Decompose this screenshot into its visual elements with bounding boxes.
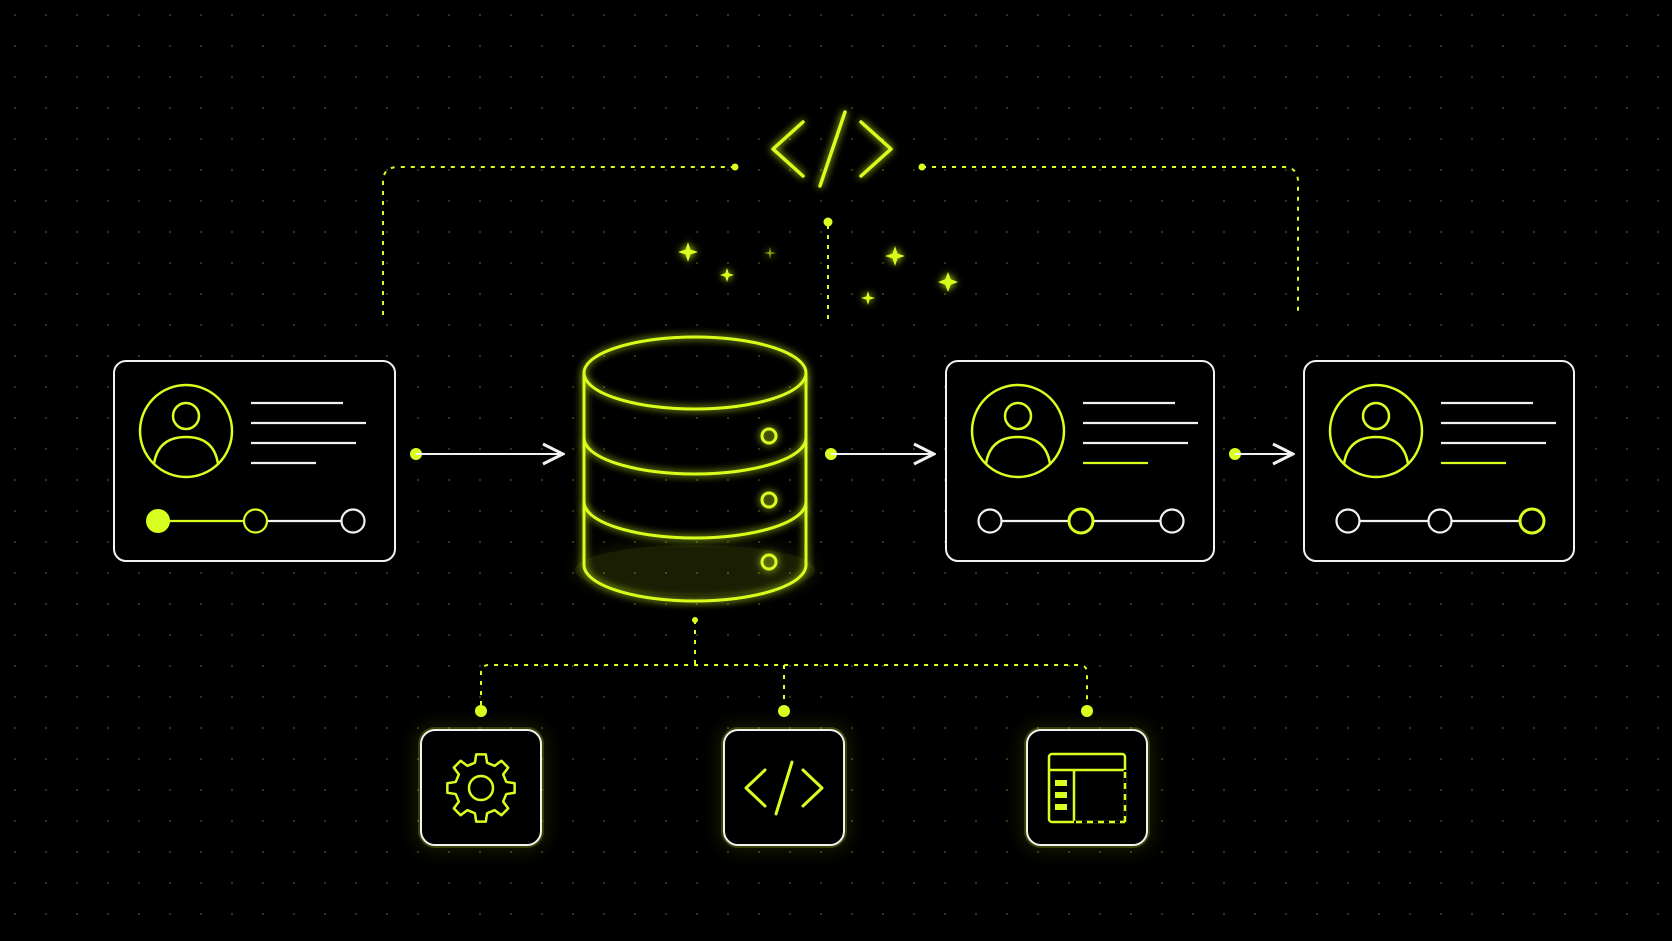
code-brackets-icon xyxy=(771,110,893,188)
connector-node xyxy=(918,163,926,171)
connector-node xyxy=(1081,705,1093,717)
progress-step xyxy=(242,508,269,534)
progress-step-active xyxy=(146,509,170,533)
connector-node xyxy=(692,617,698,623)
database-layer-divider xyxy=(582,437,808,476)
card-frame xyxy=(113,360,396,562)
card-text-lines xyxy=(251,401,366,465)
sparkles-icon xyxy=(678,242,958,305)
progress-step-active xyxy=(1518,507,1546,535)
gear-icon xyxy=(446,753,516,823)
layout-box xyxy=(1024,727,1150,848)
database-indicator-light xyxy=(760,491,778,509)
progress-step xyxy=(1335,508,1361,534)
progress-stepper xyxy=(977,507,1185,535)
progress-step-active xyxy=(1067,507,1095,535)
profile-card-1 xyxy=(113,360,396,562)
flow-arrows xyxy=(410,448,1293,460)
card-text-lines xyxy=(1441,401,1556,465)
connector-node xyxy=(731,163,739,171)
progress-stepper xyxy=(1335,507,1546,535)
database-body xyxy=(582,373,808,603)
user-avatar-icon xyxy=(1328,383,1424,479)
profile-card-2 xyxy=(945,360,1215,562)
card-text-lines xyxy=(1083,401,1198,465)
progress-stepper xyxy=(146,508,366,534)
user-avatar-icon xyxy=(138,383,234,479)
card-frame xyxy=(945,360,1215,562)
progress-step xyxy=(340,508,366,534)
database-indicator-light xyxy=(760,427,778,445)
database-icon xyxy=(575,335,815,603)
connector-node xyxy=(475,705,487,717)
layout-window-icon xyxy=(1047,752,1127,824)
settings-box xyxy=(418,727,544,848)
database-indicator-light xyxy=(760,553,778,571)
profile-card-3 xyxy=(1303,360,1575,562)
connector-node xyxy=(778,705,790,717)
code-icon xyxy=(744,760,824,816)
bottom-dashed-connector xyxy=(480,620,1088,705)
progress-step xyxy=(1159,508,1185,534)
progress-step xyxy=(977,508,1003,534)
user-avatar-icon xyxy=(970,383,1066,479)
top-dashed-connector xyxy=(382,166,1299,325)
code-box xyxy=(721,727,847,848)
connector-node xyxy=(823,217,833,227)
database-layer-divider xyxy=(582,501,808,540)
progress-step xyxy=(1427,508,1453,534)
card-frame xyxy=(1303,360,1575,562)
